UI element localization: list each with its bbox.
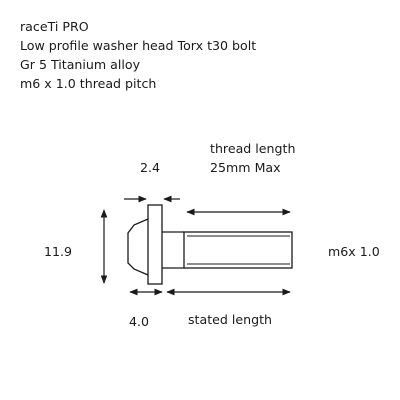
product-thread-pitch: m6 x 1.0 thread pitch [20, 76, 157, 91]
bolt-shank [162, 231, 184, 269]
head-height-label: 11.9 [44, 244, 72, 259]
product-name: raceTi PRO [20, 19, 89, 34]
thread-spec-label: m6x 1.0 [328, 244, 380, 259]
thread-length-max-label: 25mm Max [210, 160, 281, 175]
product-material: Gr 5 Titanium alloy [20, 57, 141, 72]
washer-thickness-label: 2.4 [140, 160, 160, 175]
bolt-thread [183, 231, 293, 269]
head-depth-label: 4.0 [129, 314, 149, 329]
bolt-outline [127, 204, 293, 285]
thread-length-label: thread length [210, 141, 295, 156]
product-description: Low profile washer head Torx t30 bolt [20, 38, 257, 53]
bolt-head [127, 218, 149, 276]
dimension-lines [100, 195, 291, 296]
product-header: raceTi PRO Low profile washer head Torx … [20, 17, 256, 93]
bolt-washer [147, 204, 163, 285]
stated-length-label: stated length [188, 312, 272, 327]
